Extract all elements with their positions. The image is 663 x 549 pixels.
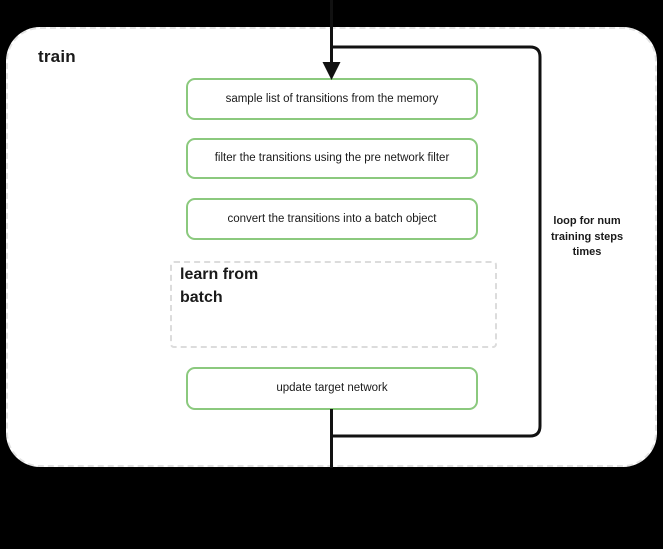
learn-title-line-2: batch — [180, 288, 223, 306]
learn-from-batch-title: learn from batch — [180, 264, 320, 309]
step-box-convert-transitions[interactable]: convert the transitions into a batch obj… — [186, 198, 478, 240]
step-box-update-target-network[interactable]: update target network — [186, 367, 478, 410]
learn-title-line-1: learn from — [180, 266, 259, 283]
step-box-filter-transitions[interactable]: filter the transitions using the pre net… — [186, 138, 478, 179]
loop-label-line-3: times — [572, 246, 602, 259]
loop-annotation-label: loop for num training steps times — [546, 214, 628, 261]
step-box-sample-transitions[interactable]: sample list of transitions from the memo… — [186, 78, 478, 120]
train-scope-title: train — [38, 47, 76, 66]
loop-label-line-2: training steps — [550, 230, 624, 243]
loop-label-line-1: loop for num — [553, 215, 621, 227]
